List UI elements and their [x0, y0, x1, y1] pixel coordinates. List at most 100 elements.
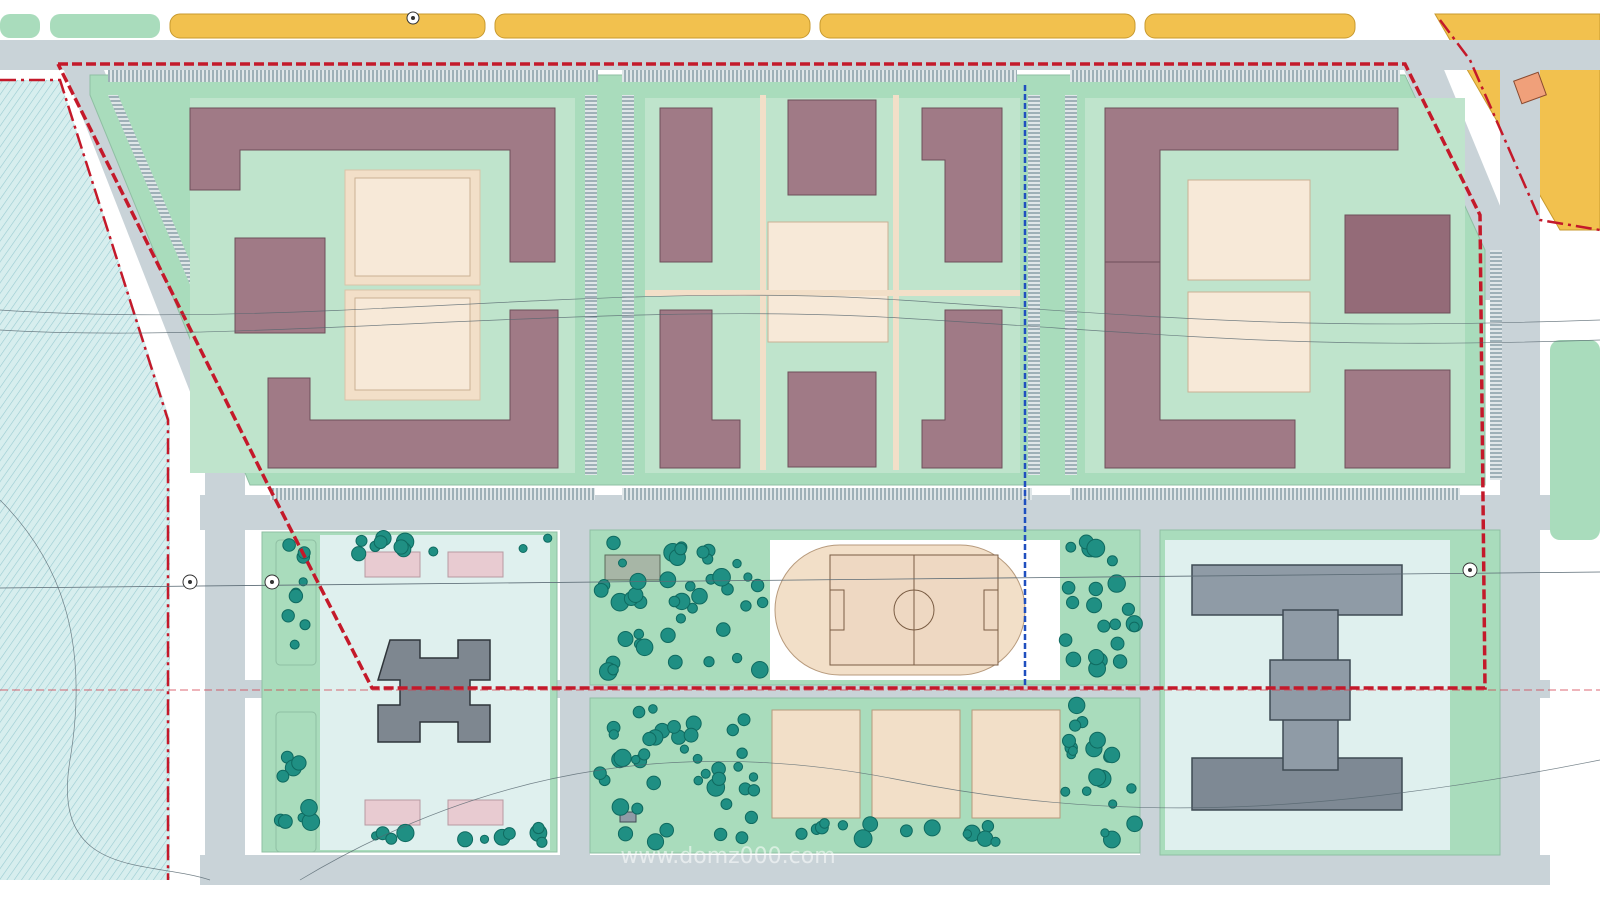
tree-canopy-icon [735, 831, 749, 845]
tree-canopy-icon [1066, 595, 1080, 610]
tree-canopy-icon [593, 583, 609, 598]
tree-canopy-icon [737, 713, 751, 727]
tree-canopy-icon [1081, 786, 1092, 797]
tree-canopy-icon [1068, 696, 1086, 715]
residential-building [1344, 369, 1451, 469]
tree-canopy-icon [646, 775, 662, 791]
tree-canopy-icon [635, 638, 654, 657]
tree-canopy-icon [613, 748, 632, 768]
tree-canopy-icon [1089, 731, 1106, 749]
tree-canopy-icon [385, 832, 398, 845]
tree-canopy-icon [1069, 719, 1082, 732]
school-building [1191, 564, 1403, 616]
green-strip [1550, 340, 1600, 540]
residential-building [787, 371, 877, 468]
tree-canopy-icon [631, 802, 644, 815]
tree-canopy-icon [642, 731, 657, 747]
tree-canopy-icon [837, 820, 849, 831]
tree-canopy-icon [683, 727, 699, 743]
tree-canopy-icon [281, 609, 295, 623]
tree-canopy-icon [611, 798, 630, 816]
tree-canopy-icon [396, 823, 415, 843]
tree-canopy-icon [282, 538, 296, 552]
tree-canopy-icon [278, 814, 293, 829]
tree-canopy-icon [1100, 828, 1110, 838]
tree-canopy-icon [276, 769, 290, 783]
tree-canopy-icon [1126, 783, 1137, 794]
tree-canopy-icon [479, 834, 490, 844]
tree-canopy-icon [726, 723, 739, 737]
tree-canopy-icon [1058, 633, 1073, 647]
tree-canopy-icon [648, 704, 658, 714]
tree-canopy-icon [632, 705, 646, 719]
tree-canopy-icon [1103, 746, 1121, 764]
block-2 [645, 95, 1020, 473]
tree-canopy-icon [617, 631, 634, 647]
tree-canopy-icon [990, 836, 1001, 847]
tree-canopy-icon [1065, 651, 1082, 668]
residential-building [1344, 214, 1451, 314]
tree-canopy-icon [751, 661, 769, 679]
residential-building [234, 237, 326, 334]
tree-canopy-icon [1108, 799, 1118, 809]
tree-canopy-icon [744, 810, 759, 825]
tree-canopy-icon [743, 572, 753, 582]
residential-building [921, 309, 1003, 469]
tree-canopy-icon [660, 627, 676, 643]
tree-canopy-icon [299, 619, 311, 631]
residential-building [659, 107, 713, 263]
block-1 [189, 98, 575, 473]
tree-canopy-icon [518, 544, 528, 553]
tree-canopy-icon [646, 833, 665, 851]
tree-canopy-icon [1060, 786, 1071, 797]
tree-canopy-icon [536, 836, 548, 848]
kindergarten-building [376, 639, 491, 743]
tree-canopy-icon [1086, 538, 1106, 558]
tree-canopy-icon [700, 768, 711, 779]
tree-canopy-icon [711, 771, 727, 786]
small-building [1513, 71, 1547, 105]
tree-canopy-icon [1129, 621, 1140, 633]
tree-canopy-icon [819, 818, 830, 829]
tree-canopy-icon [606, 535, 621, 551]
watermark-text: www.domz000.com [620, 844, 835, 869]
tree-canopy-icon [1106, 555, 1118, 567]
tree-canopy-icon [300, 799, 318, 817]
residential-building [659, 309, 741, 469]
tree-canopy-icon [393, 539, 409, 555]
tree-canopy-icon [679, 744, 690, 754]
tree-canopy-icon [750, 578, 765, 593]
tree-canopy-icon [748, 772, 759, 782]
residential-building [921, 107, 1003, 263]
tree-canopy-icon [667, 720, 681, 734]
tree-canopy-icon [716, 622, 731, 637]
tree-canopy-icon [693, 775, 704, 786]
tree-canopy-icon [756, 596, 769, 609]
tree-group [273, 530, 1143, 851]
tree-canopy-icon [543, 533, 553, 543]
boundary-lines [0, 19, 1600, 880]
tree-canopy-icon [795, 827, 808, 840]
tree-canopy-icon [1065, 541, 1077, 553]
tree-canopy-icon [703, 656, 715, 668]
tree-canopy-icon [667, 654, 683, 670]
tree-canopy-icon [668, 595, 681, 608]
tree-canopy-icon [355, 534, 368, 547]
tree-canopy-icon [532, 821, 545, 835]
tree-canopy-icon [712, 568, 731, 587]
tree-canopy-icon [731, 652, 743, 664]
tree-canopy-icon [1088, 649, 1105, 666]
tree-canopy-icon [747, 784, 761, 797]
residential-building [1104, 261, 1296, 469]
tree-canopy-icon [593, 766, 607, 781]
tree-canopy-icon [298, 577, 308, 587]
tree-canopy-icon [618, 558, 627, 568]
tree-canopy-icon [736, 747, 748, 759]
tree-canopy-icon [1097, 619, 1111, 633]
hatched-area-left-pattern [0, 80, 170, 880]
tree-canopy-icon [1112, 654, 1128, 669]
tree-canopy-icon [674, 542, 687, 556]
tree-canopy-icon [687, 602, 698, 614]
tree-canopy-icon [1067, 745, 1078, 756]
tree-canopy-icon [1107, 574, 1126, 593]
